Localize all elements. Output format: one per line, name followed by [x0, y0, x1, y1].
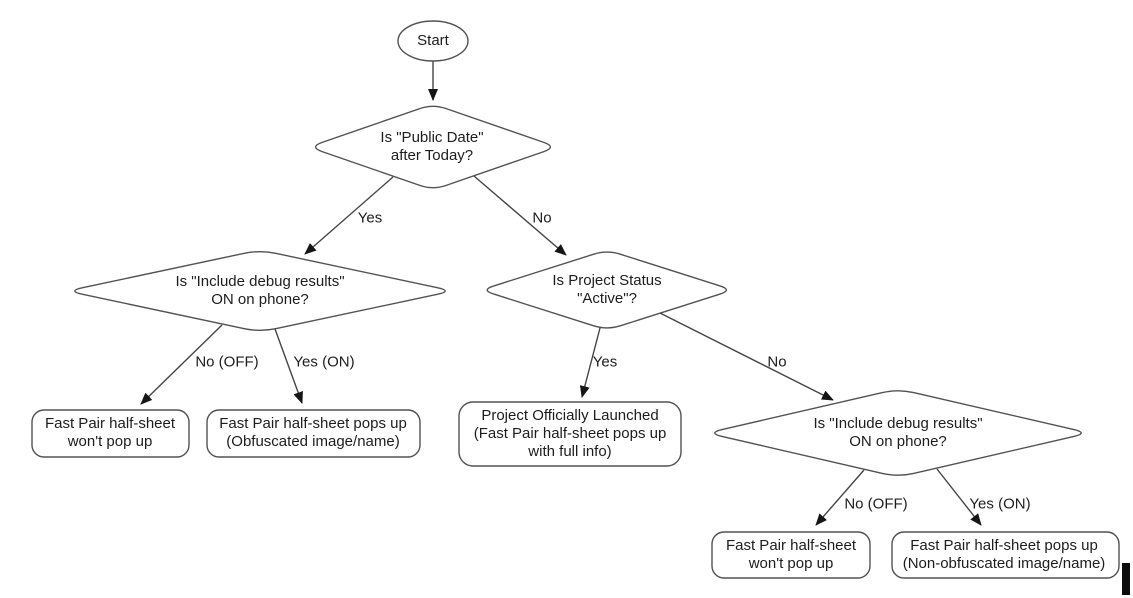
edge-label-no-1: No [532, 209, 552, 227]
label-line: Is "Public Date" [380, 129, 484, 146]
label-line: Is Project Status [552, 272, 662, 289]
decision-public-date [314, 105, 552, 189]
label-line: (Fast Pair half-sheet pops up [473, 425, 667, 442]
result-obfuscated-label: Fast Pair half-sheet pops up (Obfuscated… [219, 415, 407, 451]
result-box-officially-launched [458, 401, 682, 467]
edge-no-off-left [140, 324, 223, 405]
decision-public-date-label: Is "Public Date" after Today? [380, 129, 483, 165]
result-box-wont-pop-up-left [31, 409, 190, 458]
decision-debug-results-left [74, 250, 446, 332]
label-line: Project Officially Launched [481, 407, 659, 424]
label-line: with full info) [528, 443, 612, 460]
edge-no-off-right [815, 469, 865, 526]
edge-no-to-project-status [473, 175, 567, 256]
label-line: Is "Include debug results" [175, 273, 345, 290]
label-line: ON on phone? [849, 433, 947, 450]
decision-project-status [486, 251, 728, 329]
label-line: (Obfuscated image/name) [226, 433, 400, 450]
label-line: after Today? [390, 147, 474, 164]
edge-yes-to-debug-left [304, 176, 394, 255]
edge-label-no-off-2: No (OFF) [844, 495, 908, 513]
label-line: (Non-obfuscated image/name) [902, 555, 1106, 572]
label-line: Fast Pair half-sheet pops up [910, 537, 1098, 554]
edge-yes-on-left [274, 328, 303, 404]
edge-label-no-off-1: No (OFF) [195, 353, 259, 371]
edge-label-yes-1: Yes [357, 209, 383, 227]
label-line: Fast Pair half-sheet [44, 415, 176, 432]
label-line: Fast Pair half-sheet pops up [219, 415, 407, 432]
label-line: won't pop up [67, 433, 153, 450]
edge-yes-on-right [936, 468, 982, 526]
result-wont-pop-up-left-label: Fast Pair half-sheet won't pop up [45, 415, 175, 451]
label-line: ON on phone? [211, 291, 309, 308]
label-line: "Active"? [577, 290, 637, 307]
edge-no-to-debug-right [659, 312, 834, 401]
start-label: Start [417, 32, 449, 50]
label-line: Fast Pair half-sheet [725, 537, 857, 554]
decision-debug-right-label: Is "Include debug results" ON on phone? [813, 415, 982, 451]
result-box-obfuscated [206, 409, 421, 458]
edge-label-yes-on-2: Yes (ON) [969, 495, 1031, 513]
edge-label-yes-2: Yes [592, 353, 618, 371]
label-line: Is "Include debug results" [813, 415, 983, 432]
result-launched-label: Project Officially Launched (Fast Pair h… [474, 407, 667, 461]
label-line: Start [417, 32, 449, 49]
decision-debug-results-right [714, 390, 1082, 476]
result-non-obfuscated-label: Fast Pair half-sheet pops up (Non-obfusc… [903, 537, 1106, 573]
decision-project-status-label: Is Project Status "Active"? [552, 272, 661, 308]
result-box-wont-pop-up-right [711, 531, 871, 579]
edge-label-yes-on-1: Yes (ON) [293, 353, 355, 371]
edge-label-no-2: No [767, 353, 787, 371]
result-box-non-obfuscated [891, 531, 1120, 579]
result-wont-pop-up-right-label: Fast Pair half-sheet won't pop up [726, 537, 856, 573]
text-cursor-artifact [1122, 563, 1130, 595]
edge-yes-to-launched [579, 327, 601, 398]
decision-debug-left-label: Is "Include debug results" ON on phone? [175, 273, 344, 309]
label-line: won't pop up [748, 555, 834, 572]
